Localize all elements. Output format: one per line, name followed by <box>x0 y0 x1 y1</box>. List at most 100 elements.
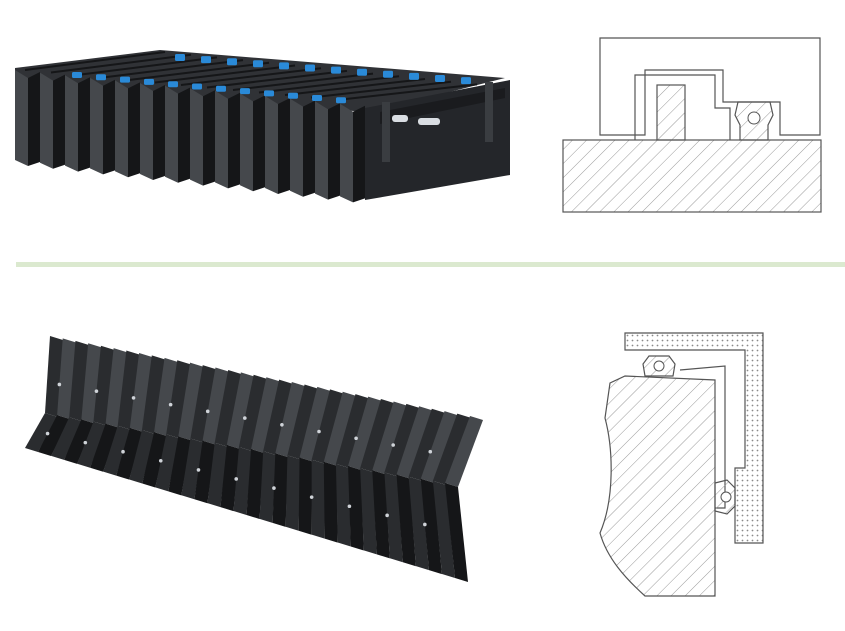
guide-rollers <box>392 115 440 125</box>
v-bellows-cover-illustration <box>25 336 483 582</box>
blue-clip <box>240 88 250 95</box>
v-fold-lower <box>168 436 192 496</box>
v-fold-lower <box>360 468 377 555</box>
base-block <box>562 139 822 213</box>
fold-face <box>165 85 178 183</box>
v-fold-upper <box>81 343 102 424</box>
v-fold-lower <box>64 419 95 464</box>
fold-face <box>315 101 328 200</box>
v-fold-upper <box>360 399 394 473</box>
v-bellows-folds <box>25 336 483 582</box>
side-cover-cross-section <box>585 328 770 598</box>
v-fold-upper <box>311 389 343 464</box>
v-fold-lower <box>142 432 168 488</box>
blue-clip <box>227 58 237 66</box>
blue-clip <box>288 92 298 99</box>
fold-face <box>290 98 303 197</box>
v-fold-upper <box>372 401 407 475</box>
blue-clip <box>253 60 263 68</box>
fold-face <box>265 96 278 194</box>
v-fold-lower <box>90 423 119 472</box>
blue-clip <box>192 83 202 90</box>
v-fold-upper <box>420 411 458 483</box>
v-fold-upper <box>141 355 165 434</box>
v-fold-upper <box>335 394 369 468</box>
blue-clip <box>216 85 226 92</box>
hatched-post <box>656 84 686 141</box>
v-fold-lower <box>51 417 83 460</box>
v-fold-upper <box>348 396 382 471</box>
v-fold-lower <box>129 429 155 484</box>
v-fold-upper <box>178 362 203 441</box>
blue-clip <box>331 66 341 74</box>
v-fold-upper <box>105 348 127 428</box>
blue-clip <box>312 95 322 101</box>
v-fold-lower <box>233 446 252 516</box>
v-fold-lower <box>103 425 131 476</box>
v-fold-lower <box>335 463 351 547</box>
blue-guide-clips <box>72 54 471 104</box>
side-cover-section-drawing <box>599 332 764 597</box>
bellows-front-folds <box>15 70 365 203</box>
v-fold-lower <box>323 461 338 543</box>
v-fold-lower <box>25 413 58 452</box>
fold-face <box>15 70 28 166</box>
v-fold-upper <box>202 367 229 445</box>
hatched-body <box>599 375 716 597</box>
blue-clip <box>175 54 185 61</box>
housing-outline <box>599 37 821 136</box>
section-divider <box>16 262 845 267</box>
v-fold-upper <box>263 379 293 456</box>
v-fold-upper <box>238 374 267 451</box>
v-fold-lower <box>298 457 313 535</box>
fold-face <box>115 80 128 178</box>
blue-clip <box>168 81 178 88</box>
v-fold-upper <box>384 403 420 477</box>
v-fold-lower <box>372 470 390 559</box>
v-fold-lower <box>246 449 265 519</box>
v-fold-lower <box>396 474 416 567</box>
fold-face <box>140 83 153 180</box>
fold-face <box>215 90 228 189</box>
flat-cover-section-drawing <box>562 37 822 213</box>
v-fold-upper <box>190 365 216 443</box>
v-fold-lower <box>445 483 468 582</box>
v-fold-upper <box>93 345 114 426</box>
v-fold-lower <box>77 421 107 468</box>
v-fold-lower <box>348 466 364 551</box>
v-fold-lower <box>155 434 180 492</box>
v-fold-lower <box>207 442 228 508</box>
blue-clip <box>305 64 315 72</box>
fold-face <box>90 77 103 175</box>
v-fold-lower <box>285 455 301 531</box>
v-fold-upper <box>287 384 318 460</box>
blue-clip <box>336 97 346 104</box>
fold-face <box>340 103 353 203</box>
v-fold-upper <box>154 357 178 437</box>
v-fold-lower <box>311 459 325 539</box>
v-fold-lower <box>116 427 143 480</box>
v-bellows-cover-photo <box>10 318 495 593</box>
blue-clip <box>264 90 274 97</box>
dotted-frame <box>624 332 764 544</box>
bellows-top-folds <box>24 51 478 101</box>
v-fold-upper <box>396 406 433 479</box>
v-fold-lower <box>408 476 429 571</box>
flat-bellows-cover-photo <box>10 40 520 215</box>
blue-clip <box>144 78 154 85</box>
roller <box>418 118 440 125</box>
v-fold-upper <box>214 369 242 447</box>
flat-cover-cross-section <box>555 30 830 220</box>
v-fold-lower <box>259 451 277 523</box>
v-fold-upper <box>275 382 305 458</box>
blue-clip <box>279 62 289 70</box>
v-fold-upper <box>432 413 471 485</box>
fold-face <box>65 75 78 172</box>
v-fold-upper <box>408 408 445 481</box>
v-fold-upper <box>299 386 331 462</box>
v-fold-lower <box>432 480 455 579</box>
v-fold-upper <box>129 352 153 432</box>
v-fold-upper <box>166 360 191 439</box>
blue-clip <box>461 77 471 85</box>
roller <box>392 115 408 122</box>
